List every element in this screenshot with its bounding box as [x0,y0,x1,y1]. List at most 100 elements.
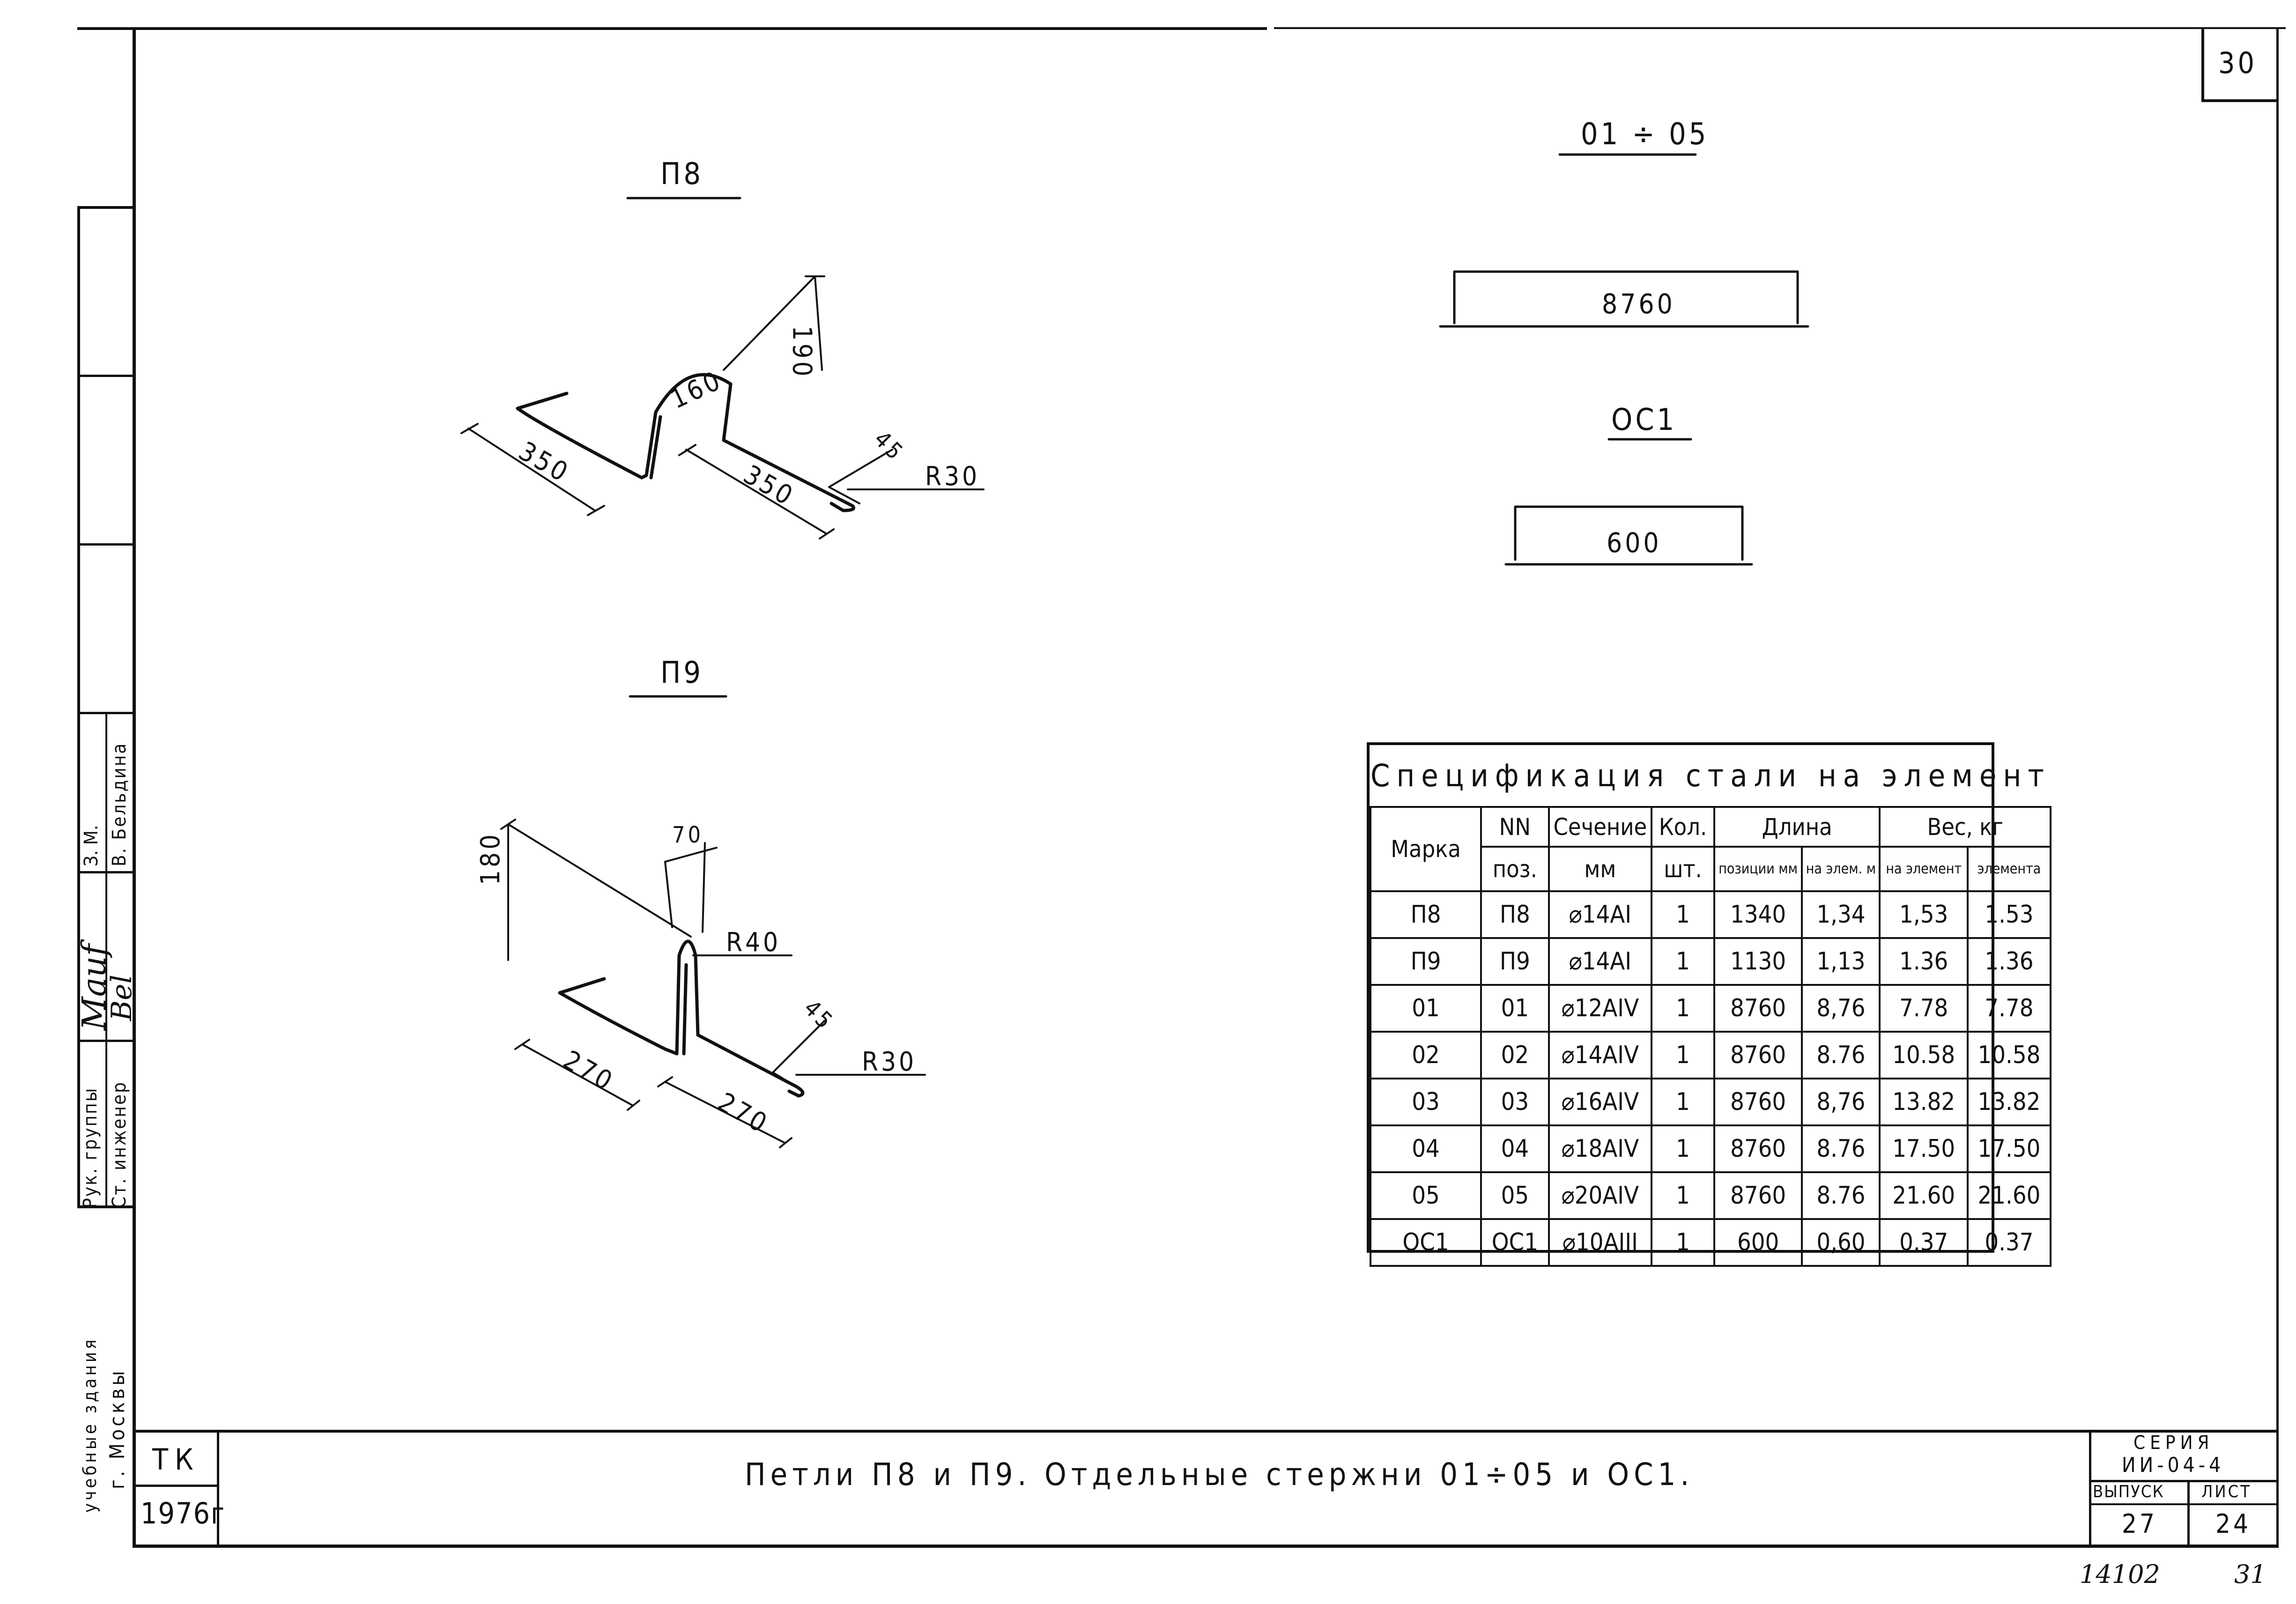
cell-mark: 05 [1369,1171,1482,1220]
sheet-index: 31 [2234,1560,2266,1589]
p9-radius-top-label: R40 [726,927,781,958]
rods-title: 01 ÷ 05 [1581,117,1709,152]
tb-div-d [2089,1480,2279,1482]
issue-value: 27 [2122,1509,2158,1539]
p9-loop-inner [682,963,688,1056]
cell-qty: 1 [1651,1124,1715,1173]
cell-w-total: 13.82 [1967,1078,2052,1126]
hdr-len-elem: на элем. м [1801,846,1881,892]
issue-label: ВЫПУСК [2093,1482,2164,1501]
p9-dim-top [664,842,718,933]
rods-length: 8760 [1602,288,1675,320]
left-stamp-vdiv [105,712,107,1208]
cell-w-one: 7.78 [1879,984,1969,1033]
cell-w-total: 1.53 [1967,890,2052,939]
cell-section: ⌀10АIII [1548,1218,1653,1267]
hdr-qty-bottom: шт. [1651,846,1715,892]
page-number: 30 [2218,46,2257,80]
top-border-right [1274,27,2286,29]
cell-len-pos: 600 [1713,1218,1803,1267]
cell-pos: П9 [1480,937,1550,986]
left-margin-line [133,27,136,1547]
cell-w-one: 17.50 [1879,1124,1969,1173]
p9-dim-hook [772,1020,825,1087]
tb-div-a [217,1430,219,1547]
top-border [77,27,1267,30]
left-stamp-div2 [77,543,133,546]
cell-section: ⌀12АIV [1548,984,1653,1033]
cell-len-pos: 8760 [1713,984,1803,1033]
cell-pos: ОС1 [1480,1218,1550,1267]
tb-div-f [2089,1503,2279,1505]
cell-mark: 04 [1369,1124,1482,1173]
cell-w-one: 10.58 [1879,1031,1969,1079]
hdr-qty-top: Кол. [1651,806,1715,848]
cell-qty: 1 [1651,1171,1715,1220]
cell-len-elem: 8.76 [1801,1031,1881,1079]
hdr-pos-bottom: поз. [1480,846,1550,892]
p8-radius-label: R30 [925,461,980,492]
cell-mark: П9 [1369,937,1482,986]
p8-dim-left [460,423,605,516]
cell-len-pos: 8760 [1713,1124,1803,1173]
cell-len-elem: 8.76 [1801,1171,1881,1220]
p8-title: П8 [660,157,704,192]
cell-section: ⌀14АI [1548,937,1653,986]
oc1-bar [1504,505,1753,566]
cell-section: ⌀14АIV [1548,1031,1653,1079]
cell-qty: 1 [1651,890,1715,939]
org-label: ТК [152,1442,200,1477]
cell-w-one: 13.82 [1879,1078,1969,1126]
hdr-weight: Вес, кг [1879,806,2052,848]
cell-len-elem: 8.76 [1801,1124,1881,1173]
cell-pos: 02 [1480,1031,1550,1079]
tb-div-b [133,1485,218,1487]
cell-w-total: 17.50 [1967,1124,2052,1173]
cell-mark: 03 [1369,1078,1482,1126]
p9-dim-height-label: 180 [475,831,506,885]
cell-pos: П8 [1480,890,1550,939]
p8-loop-bar [516,373,855,512]
p9-dim-right [657,1076,792,1148]
cell-mark: 01 [1369,984,1482,1033]
cell-w-one: 21.60 [1879,1171,1969,1220]
cell-pos: 01 [1480,984,1550,1033]
hdr-len-pos: позиции мм [1713,846,1803,892]
cell-len-pos: 1130 [1713,937,1803,986]
p8-dim-height [723,275,825,371]
spec-caption: Спецификация стали на элемент [1370,745,2051,808]
cell-w-one: 1.36 [1879,937,1969,986]
bottom-border [133,1545,2279,1548]
series-label: СЕРИЯ [2133,1432,2214,1454]
title-block-top-line [133,1430,2279,1433]
p9-dim-left [514,1039,640,1111]
cell-pos: 05 [1480,1171,1550,1220]
oc1-length: 600 [1607,527,1662,559]
inventory-number: 14102 [2080,1560,2160,1589]
hdr-length: Длина [1713,806,1881,848]
cell-mark: П8 [1369,890,1482,939]
hdr-w-elem: на элемент [1879,846,1969,892]
cell-qty: 1 [1651,1031,1715,1079]
oc1-title: ОС1 [1611,403,1677,437]
cell-qty: 1 [1651,1078,1715,1126]
p8-dim-right [678,444,835,540]
spec-table: Спецификация стали на элемент Марка NN С… [1367,742,2052,1267]
cell-len-pos: 8760 [1713,1171,1803,1220]
cell-w-total: 0.37 [1967,1218,2052,1267]
sheet-label: ЛИСТ [2201,1482,2252,1501]
tb-div-e [2187,1480,2190,1545]
cell-section: ⌀20АIV [1548,1171,1653,1220]
drawing-title: Петли П8 и П9. Отдельные стержни 01÷05 и… [745,1456,1694,1493]
cell-pos: 03 [1480,1078,1550,1126]
p9-dim-top-label: 70 [672,822,704,848]
hdr-w-total: элемента [1967,846,2052,892]
cell-len-elem: 0,60 [1801,1218,1881,1267]
